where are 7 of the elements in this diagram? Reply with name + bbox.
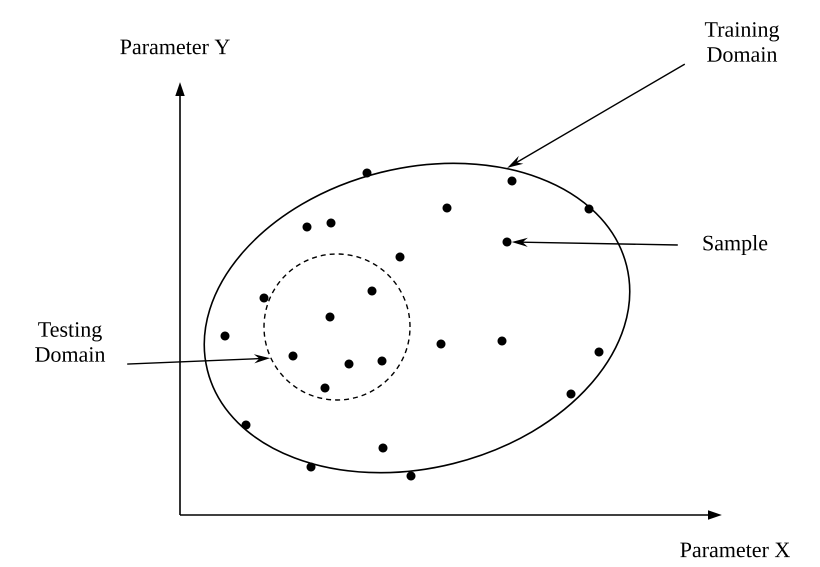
sample-label: Sample <box>703 235 768 255</box>
testing-domain-circle <box>263 253 411 401</box>
domain-label: Training Domain <box>704 22 780 62</box>
sample-dot <box>502 238 512 246</box>
axis-label: Parameter X <box>680 542 790 558</box>
axis-label: Parameter Y <box>120 40 230 54</box>
domain-label: Testing Domain <box>35 322 106 362</box>
